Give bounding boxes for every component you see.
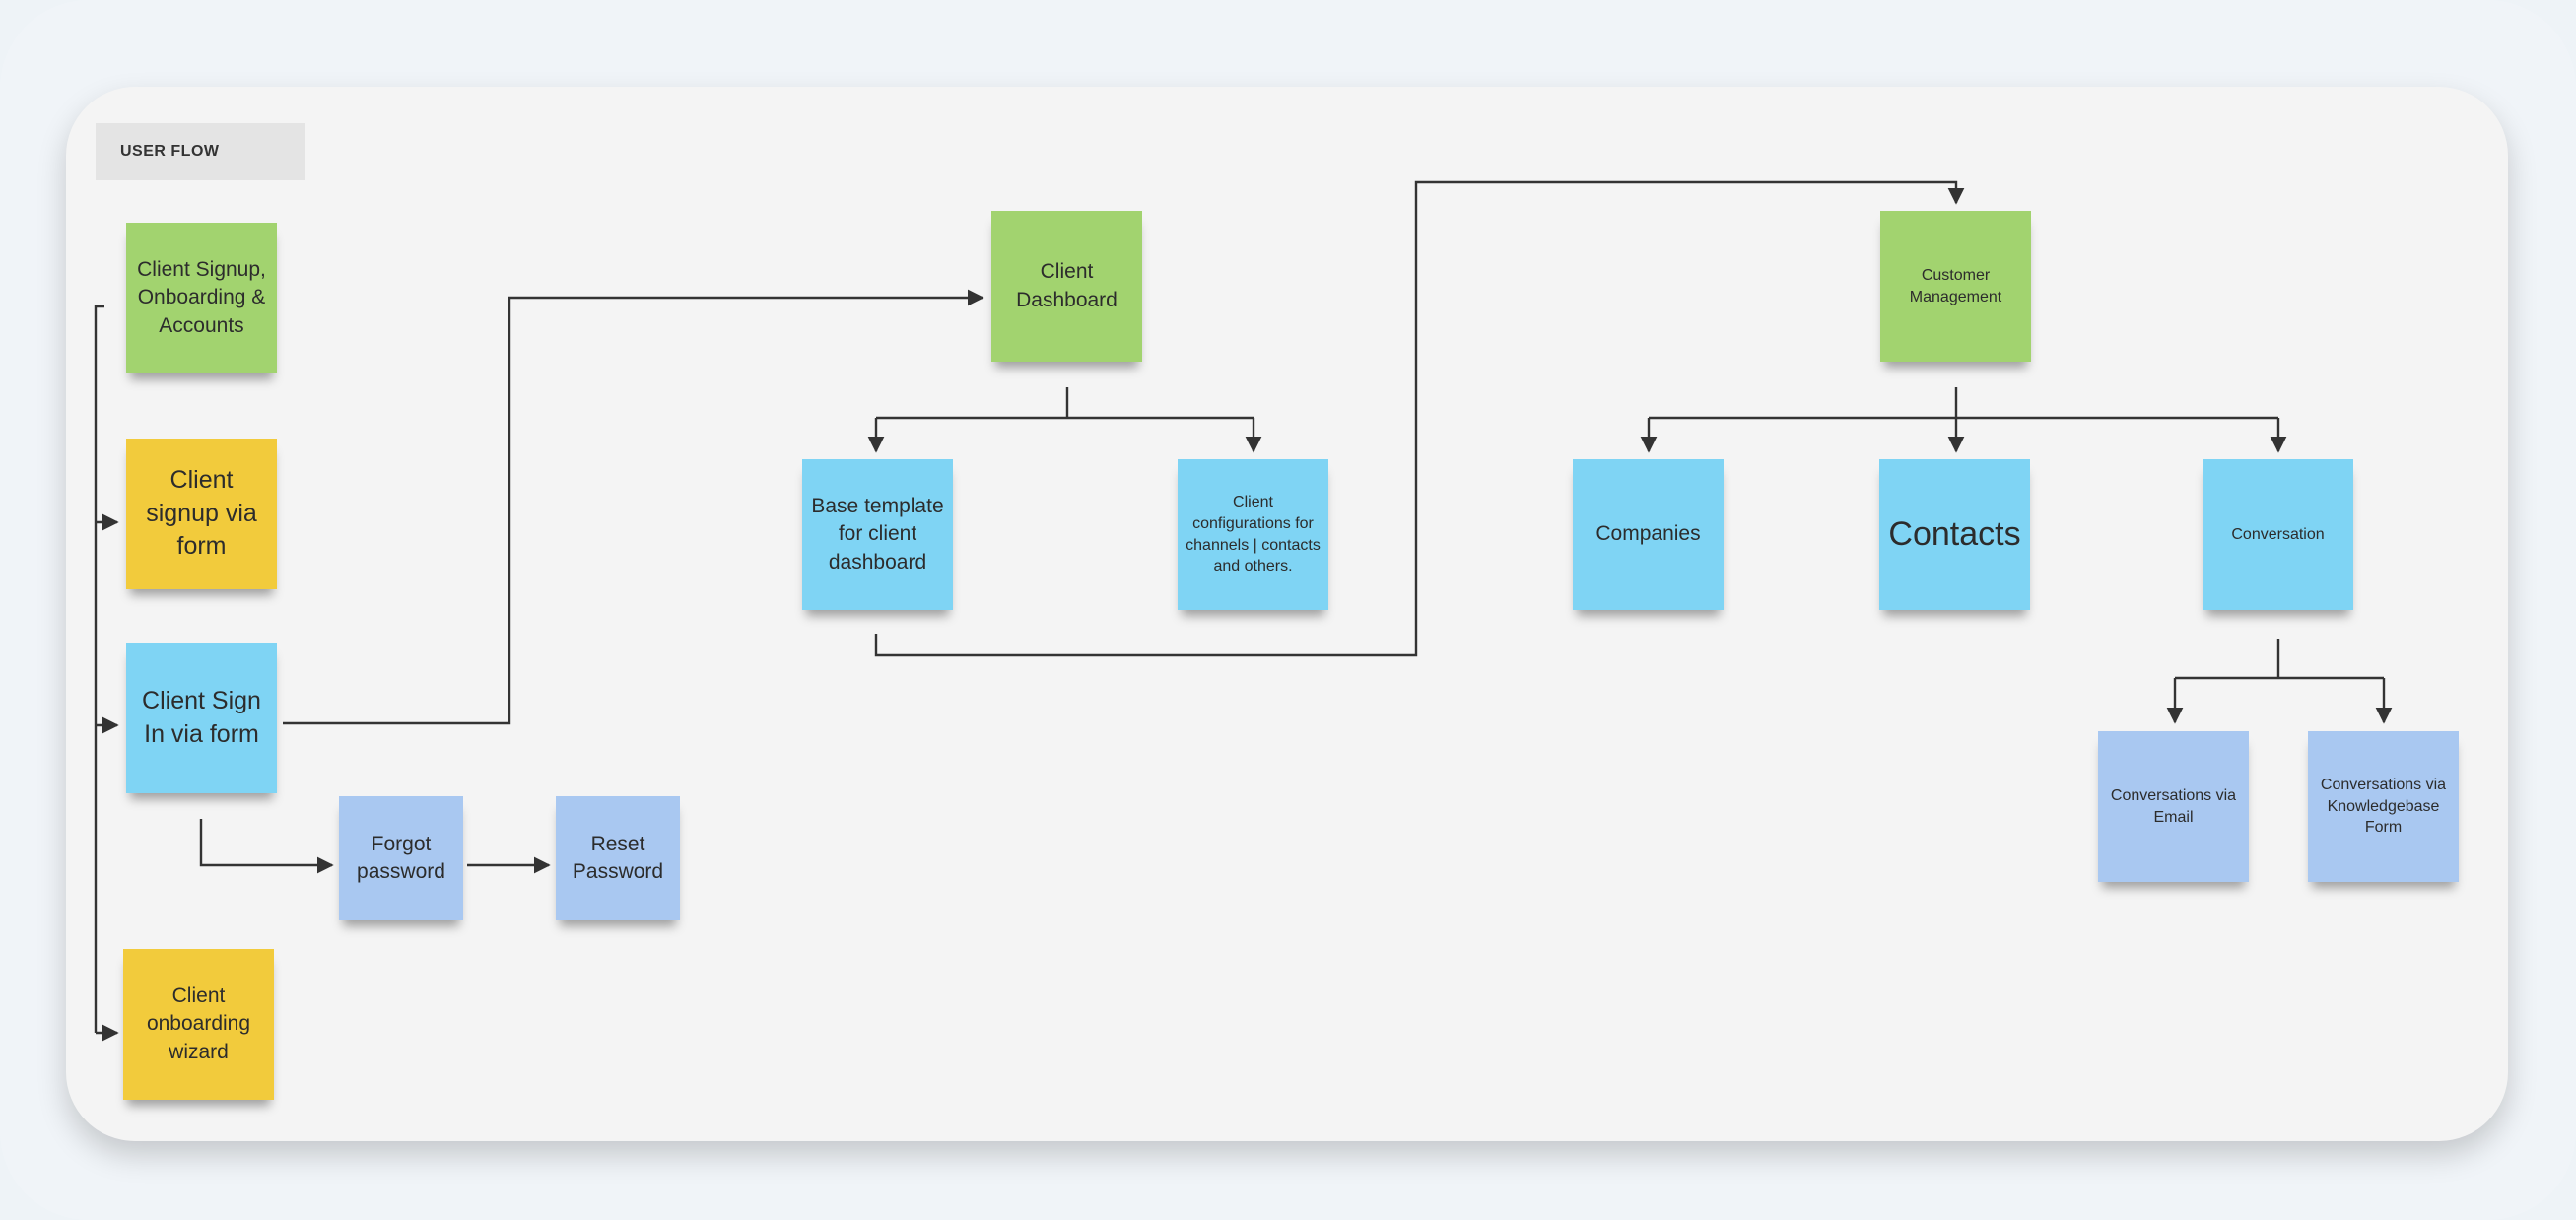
note-text: Companies [1595, 522, 1701, 546]
note-text: Base template for client dashboard [811, 494, 944, 574]
note-conversations-via-email[interactable]: Conversations via Email [2098, 731, 2249, 882]
connector-dashboard-split [876, 387, 1254, 420]
connector-group-trunk [94, 305, 104, 1033]
note-customer-management[interactable]: Customer Management [1880, 211, 2031, 362]
note-client-signup-onboarding-accounts[interactable]: Client Signup, Onboarding & Accounts [126, 223, 277, 373]
connector-conversation-split [2175, 639, 2384, 680]
connector-lines [94, 180, 2393, 1042]
note-text: Conversations via Knowledgebase Form [2320, 777, 2447, 837]
note-conversations-via-knowledgebase-form[interactable]: Conversations via Knowledgebase Form [2308, 731, 2459, 882]
note-client-sign-in-via-form[interactable]: Client Sign In via form [126, 643, 277, 793]
note-client-signup-via-form[interactable]: Client signup via form [126, 439, 277, 589]
note-companies[interactable]: Companies [1573, 459, 1724, 610]
connector-signin-to-forgot [199, 819, 334, 874]
note-text: Conversations via Email [2110, 786, 2237, 826]
note-text: Client onboarding wizard [146, 983, 251, 1063]
note-text: Client Signup, Onboarding & Accounts [137, 257, 266, 337]
note-text: Client configurations for channels | con… [1186, 494, 1321, 576]
note-text: Conversation [2231, 525, 2325, 543]
note-text: Client Sign In via form [142, 686, 261, 748]
note-reset-password[interactable]: Reset Password [556, 796, 680, 920]
note-text: Customer Management [1909, 266, 2002, 305]
note-forgot-password[interactable]: Forgot password [339, 796, 463, 920]
note-text: Contacts [1888, 514, 2021, 553]
connector-base-to-customer-mgmt [874, 180, 1965, 657]
connector-customer-mgmt-split [1649, 387, 2278, 420]
note-text: Client signup via form [146, 465, 257, 561]
note-text: Forgot password [357, 832, 445, 883]
note-contacts[interactable]: Contacts [1879, 459, 2030, 610]
note-conversation[interactable]: Conversation [2203, 459, 2353, 610]
connector-signin-to-dashboard [283, 289, 984, 725]
note-client-configurations[interactable]: Client configurations for channels | con… [1178, 459, 1328, 610]
note-client-onboarding-wizard[interactable]: Client onboarding wizard [123, 949, 274, 1100]
note-text: Client Dashboard [1016, 260, 1118, 311]
whiteboard-canvas[interactable]: USER FLOW [66, 87, 2508, 1141]
note-client-dashboard[interactable]: Client Dashboard [991, 211, 1142, 362]
note-text: Reset Password [572, 832, 664, 883]
note-base-template[interactable]: Base template for client dashboard [802, 459, 953, 610]
frame-label: USER FLOW [96, 123, 305, 180]
